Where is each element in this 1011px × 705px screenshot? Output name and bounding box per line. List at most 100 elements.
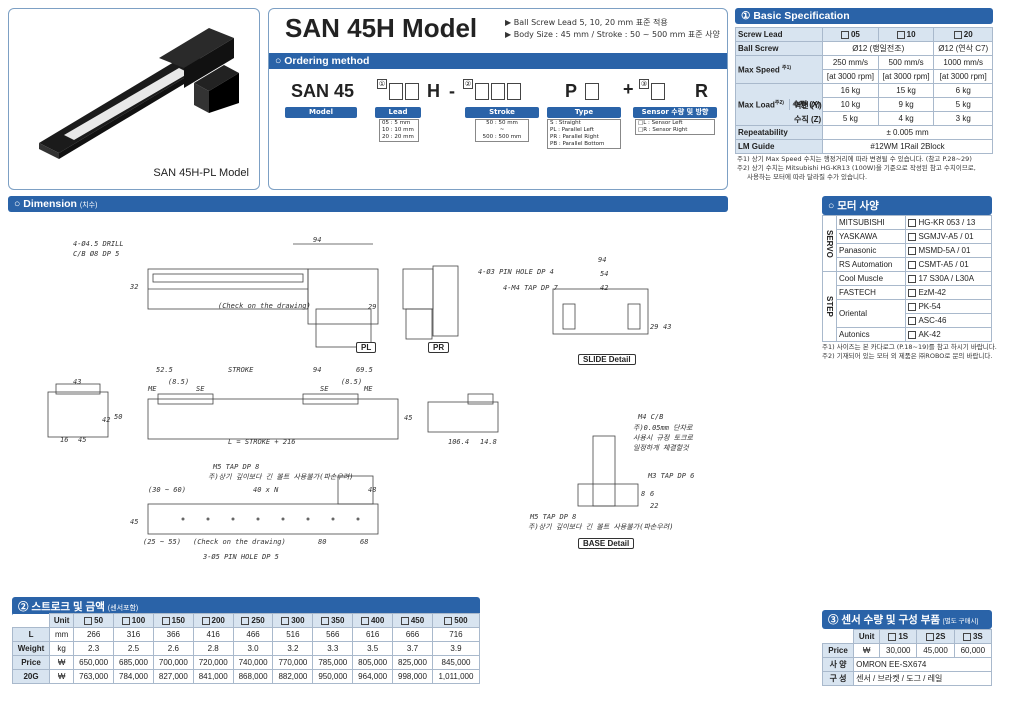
corner xyxy=(822,629,854,644)
lm-value: #12WM 1Rail 2Block xyxy=(822,139,993,154)
spec-panel: ① Basic Specification Screw Lead 05 10 2… xyxy=(734,8,993,190)
dim-tap: 4-M4 TAP DP 7 xyxy=(503,284,559,292)
header-bullet: ▶ Ball Screw Lead 5, 10, 20 mm 표준 적용 xyxy=(505,18,668,27)
ball-screw-value: Ø12 (랭일전조) xyxy=(822,41,935,56)
dim-check-1: (Check on the drawing) xyxy=(218,302,311,310)
code-box-stroke-3 xyxy=(507,83,521,100)
load-name-y: 벽면 (Y) xyxy=(794,101,822,110)
sensor-comp: 센서 / 브라켓 / 도그 / 레일 xyxy=(853,671,992,686)
dim-m3tap: M3 TAP DP 6 xyxy=(647,472,694,480)
ordering-title: ○ Ordering method xyxy=(269,53,727,69)
motor-option[interactable]: MSMD-5A / 01 xyxy=(905,243,992,258)
row-unit: kg xyxy=(49,641,75,656)
dim-43: 43 xyxy=(73,378,81,386)
stroke-cell: 784,000 xyxy=(113,669,154,684)
dim-m4cb: M4 C/B xyxy=(637,413,663,421)
motor-option[interactable]: EzM-42 xyxy=(905,285,992,300)
max-load-label: Max Load주2)수평 (X) xyxy=(734,83,824,126)
stroke-cell: 416 xyxy=(192,627,234,642)
stroke-cell: 3.5 xyxy=(352,641,394,656)
label-type: Type xyxy=(547,107,621,118)
row-unit: ₩ xyxy=(49,669,75,684)
lead-col: 10 xyxy=(877,27,935,42)
dim-42v: 42 xyxy=(102,416,110,424)
stroke-cell: 3.7 xyxy=(392,641,433,656)
stroke-cell: 998,000 xyxy=(392,669,433,684)
spec-notes: 주1) 상기 Max Speed 수치는 행정거리에 따라 변경될 수 있습니다… xyxy=(737,155,976,181)
motor-brand: Cool Muscle xyxy=(835,271,907,286)
dimension-title: ○ Dimension (치수) xyxy=(8,196,728,212)
sensor-unit-header: Unit xyxy=(853,629,881,644)
motor-option[interactable]: HG-KR 053 / 13 xyxy=(905,215,992,230)
page-title: SAN 45H Model xyxy=(285,13,478,43)
servo-label: SERVO xyxy=(822,215,837,272)
header-bullets: ▶ Ball Screw Lead 5, 10, 20 mm 표준 적용 ▶ B… xyxy=(505,17,720,41)
stroke-col: 200 xyxy=(192,613,234,628)
num-1: ① xyxy=(377,79,387,89)
motor-option[interactable]: ASC-46 xyxy=(905,313,992,328)
stroke-cell: 825,000 xyxy=(392,655,433,670)
motor-option[interactable]: PK-54 xyxy=(905,299,992,314)
spec-title: ① Basic Specification xyxy=(735,8,993,24)
dim-base-note-1: 주)0.05mm 단차로 xyxy=(633,424,693,432)
motor-option[interactable]: 17 S30A / L30A xyxy=(905,271,992,286)
dimension-drawings: 4-Ø4.5 DRILL C/B Ø8 DP 5 94 32 (Check on… xyxy=(47,236,694,561)
stroke-cell: 266 xyxy=(73,627,115,642)
code-box-stroke-2 xyxy=(491,83,505,100)
dim-80: 80 xyxy=(318,538,326,546)
motor-title: ○ 모터 사양 xyxy=(822,196,992,215)
stroke-cell: 845,000 xyxy=(431,655,481,670)
dim-m5note: 주)상기 깊이보다 긴 볼트 사용불가(파손우려) xyxy=(208,473,353,481)
stroke-col: 150 xyxy=(152,613,194,628)
stroke-cell: 2.3 xyxy=(73,641,115,656)
dim-29: 29 xyxy=(368,303,376,311)
sensor-spec-label: 사 양 xyxy=(821,657,855,672)
row-label: Price xyxy=(11,655,51,670)
spec-table: Screw Lead 05 10 20 Ball Screw Ø12 (랭일전조… xyxy=(734,27,993,154)
motor-brand: Oriental xyxy=(835,299,907,328)
stroke-cell: 2.5 xyxy=(113,641,154,656)
code-box-lead-2 xyxy=(405,83,419,100)
product-photo-panel: SAN 45H-PL Model xyxy=(8,8,260,190)
load-value: 3 kg xyxy=(933,111,993,126)
dim-69-5: 69.5 xyxy=(356,366,373,374)
stroke-cell: 740,000 xyxy=(232,655,274,670)
dim-45: 45 xyxy=(78,436,86,444)
title-panel: SAN 45H Model ▶ Ball Screw Lead 5, 10, 2… xyxy=(268,8,728,190)
dim-m5tap-2: M5 TAP DP 8 xyxy=(529,513,576,521)
photo-caption: SAN 45H-PL Model xyxy=(153,167,249,179)
dim-29b: 29 xyxy=(650,323,658,331)
stroke-cell: 827,000 xyxy=(152,669,194,684)
label-stroke: Stroke xyxy=(465,107,539,118)
code-box-sensor xyxy=(651,83,665,100)
dim-94c: 94 xyxy=(313,366,321,374)
dim-me-1: ME xyxy=(147,385,157,393)
motor-brand: FASTECH xyxy=(835,285,907,300)
motor-option[interactable]: CSMT-A5 / 01 xyxy=(905,257,992,272)
label-slide-detail: SLIDE Detail xyxy=(578,354,636,365)
rpm-value: [at 3000 rpm] xyxy=(877,69,935,84)
stroke-col: 350 xyxy=(312,613,354,628)
motor-brand: YASKAWA xyxy=(835,229,907,244)
step-label: STEP xyxy=(822,271,837,342)
sensor-col: 1S xyxy=(879,629,918,644)
label-pl: PL xyxy=(356,342,377,353)
load-value: 9 kg xyxy=(877,97,935,112)
sensor-price: 30,000 xyxy=(879,643,918,658)
corner xyxy=(12,613,50,628)
dim-52-5: 52.5 xyxy=(156,366,173,374)
sensor-spec: OMRON EE-SX674 xyxy=(853,657,992,672)
stroke-col: 100 xyxy=(113,613,154,628)
code-h: H xyxy=(427,81,440,101)
load-value: 15 kg xyxy=(877,83,935,98)
motor-option[interactable]: AK-42 xyxy=(905,327,992,342)
unit-header: Unit xyxy=(49,613,75,628)
motor-option[interactable]: SGMJV-A5 / 01 xyxy=(905,229,992,244)
dim-check-2: (Check on the drawing) xyxy=(193,538,286,546)
stroke-cell: 685,000 xyxy=(113,655,154,670)
sensor-price: 45,000 xyxy=(916,643,955,658)
sensor-price-label: Price xyxy=(821,643,855,658)
